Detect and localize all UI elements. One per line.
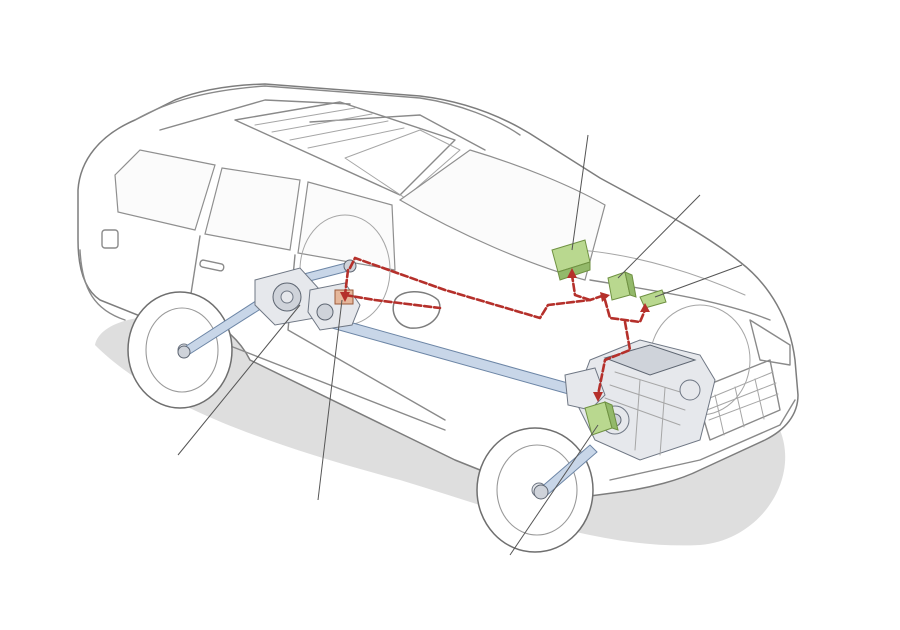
fuel-cap (101, 229, 119, 249)
callout-coupling (317, 299, 343, 501)
engine (574, 339, 716, 461)
front-door-window (297, 181, 396, 271)
callout-dash-ecu (571, 134, 589, 251)
rear-differential (254, 267, 321, 326)
sunroof (234, 101, 456, 196)
signal-wiring (340, 256, 650, 402)
wire-coupling-branch (343, 293, 442, 310)
control-unit-right (639, 289, 667, 309)
door-sill (214, 339, 446, 431)
side-mirror (392, 291, 441, 329)
wire-to-center-ecu (603, 298, 647, 324)
arrow-right-ecu (640, 303, 650, 312)
transfer-gear (564, 367, 606, 411)
callout-right-ecu (654, 264, 743, 298)
cv-joint-rear-left (177, 345, 191, 359)
cv-joint-front-left (533, 484, 549, 500)
headlight (749, 319, 791, 366)
rear-door-handle (199, 259, 225, 272)
control-unit-dashboard (551, 239, 591, 281)
grille-bars (704, 371, 779, 436)
callout-center-ecu (617, 194, 701, 279)
roof-rail-left (159, 99, 351, 131)
rear-door-window (204, 167, 301, 251)
control-unit-engine (584, 401, 619, 436)
driveline (177, 259, 598, 500)
rear-quarter-window (114, 149, 216, 231)
callout-rear-diff (177, 304, 301, 456)
wire-to-engine-ecu (596, 320, 632, 397)
arrow-engine-ecu (593, 392, 603, 402)
roof-rail-right (309, 114, 486, 151)
hood-crease (579, 249, 746, 296)
wire-to-dash-ecu (570, 273, 592, 302)
windshield (398, 149, 606, 281)
callout-lines (177, 134, 743, 556)
rear-bumper (79, 249, 126, 321)
roof-edge (134, 85, 521, 136)
awd-coupling (307, 282, 361, 331)
wire-to-coupling (343, 268, 350, 297)
callout-engine-ecu (509, 424, 599, 556)
front-bumper (609, 399, 796, 481)
sunroof-slats (254, 107, 405, 149)
sunroof-glass (344, 129, 461, 199)
front-grille (694, 359, 781, 441)
arrow-dash-ecu (567, 268, 577, 278)
arrow-coupling (340, 292, 350, 302)
control-unit-center (607, 271, 637, 301)
arrow-center-ecu (600, 292, 610, 302)
